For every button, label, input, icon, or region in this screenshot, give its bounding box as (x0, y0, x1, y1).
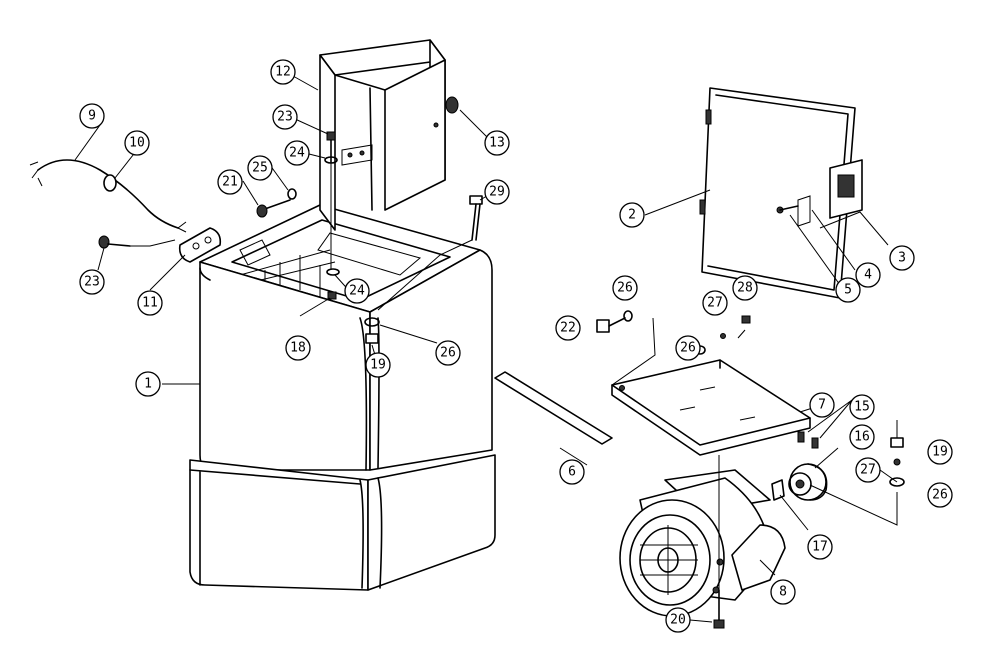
callout-4: 4 (855, 262, 881, 288)
callout-27-bracket: 27 (702, 290, 728, 316)
svg-text:24: 24 (289, 146, 305, 161)
svg-text:26: 26 (617, 281, 633, 296)
callout-25: 25 (247, 155, 273, 181)
callout-22: 22 (555, 315, 581, 341)
switch-box (829, 159, 863, 219)
callout-5: 5 (835, 277, 861, 303)
svg-text:1: 1 (144, 377, 152, 392)
cabinet-stand (189, 204, 496, 591)
callout-2: 2 (619, 202, 645, 228)
cover-plate (178, 227, 222, 263)
svg-text:10: 10 (129, 136, 145, 151)
svg-text:19: 19 (932, 445, 948, 460)
svg-text:9: 9 (88, 109, 96, 124)
svg-text:20: 20 (670, 613, 686, 628)
callout-12: 12 (270, 59, 296, 85)
callout-3: 3 (889, 245, 915, 271)
knob (445, 96, 459, 114)
callout-18: 18 (285, 335, 311, 361)
svg-text:3: 3 (898, 251, 906, 266)
callout-21: 21 (217, 169, 243, 195)
callout-19-right: 19 (927, 439, 953, 465)
svg-text:15: 15 (854, 400, 870, 415)
svg-text:17: 17 (812, 540, 828, 555)
svg-text:18: 18 (290, 341, 306, 356)
svg-text:12: 12 (275, 65, 291, 80)
motor-bracket (611, 359, 811, 456)
svg-text:16: 16 (854, 430, 870, 445)
set-screws (797, 431, 819, 449)
svg-text:24: 24 (349, 284, 365, 299)
callout-28: 28 (732, 275, 758, 301)
power-cord (29, 159, 187, 233)
callout-6: 6 (559, 459, 585, 485)
callout-26-cabinet: 26 (435, 340, 461, 366)
svg-text:25: 25 (252, 161, 268, 176)
pulley (788, 463, 828, 501)
svg-text:5: 5 (844, 283, 852, 298)
callout-19-cabinet: 19 (365, 352, 391, 378)
svg-text:21: 21 (222, 175, 238, 190)
svg-text:27: 27 (860, 463, 876, 478)
shaft-key (771, 479, 785, 501)
svg-text:27: 27 (707, 296, 723, 311)
svg-text:19: 19 (370, 358, 386, 373)
callout-29: 29 (484, 179, 510, 205)
callout-9: 9 (79, 103, 105, 129)
callout-23-top: 23 (272, 104, 298, 130)
callout-17: 17 (807, 534, 833, 560)
upper-housing (319, 39, 446, 231)
leader-lines (74, 75, 898, 623)
callout-1: 1 (135, 371, 161, 397)
callout-24-lower: 24 (344, 278, 370, 304)
callout-15: 15 (849, 394, 875, 420)
callout-26-right: 26 (927, 482, 953, 508)
svg-text:26: 26 (932, 488, 948, 503)
svg-text:7: 7 (818, 398, 826, 413)
callout-11: 11 (137, 290, 163, 316)
callout-26-top: 26 (612, 275, 638, 301)
svg-text:26: 26 (440, 346, 456, 361)
svg-text:28: 28 (737, 281, 753, 296)
callout-16: 16 (849, 424, 875, 450)
svg-text:6: 6 (568, 465, 576, 480)
callout-10: 10 (124, 130, 150, 156)
callout-23-left: 23 (79, 269, 105, 295)
callout-7: 7 (809, 392, 835, 418)
svg-text:26: 26 (680, 341, 696, 356)
callout-13: 13 (484, 130, 510, 156)
callout-26-bracket: 26 (675, 335, 701, 361)
strip (494, 371, 613, 445)
svg-text:11: 11 (142, 296, 158, 311)
svg-text:23: 23 (84, 275, 100, 290)
svg-text:29: 29 (489, 185, 505, 200)
svg-text:22: 22 (560, 321, 576, 336)
motor (619, 469, 786, 617)
svg-text:8: 8 (779, 585, 787, 600)
svg-text:13: 13 (489, 136, 505, 151)
callout-20: 20 (665, 607, 691, 633)
svg-text:23: 23 (277, 110, 293, 125)
fasteners (98, 131, 905, 629)
callout-24-top: 24 (284, 140, 310, 166)
svg-text:4: 4 (864, 268, 872, 283)
callout-27-right: 27 (855, 457, 881, 483)
svg-text:2: 2 (628, 208, 636, 223)
callout-8: 8 (770, 579, 796, 605)
